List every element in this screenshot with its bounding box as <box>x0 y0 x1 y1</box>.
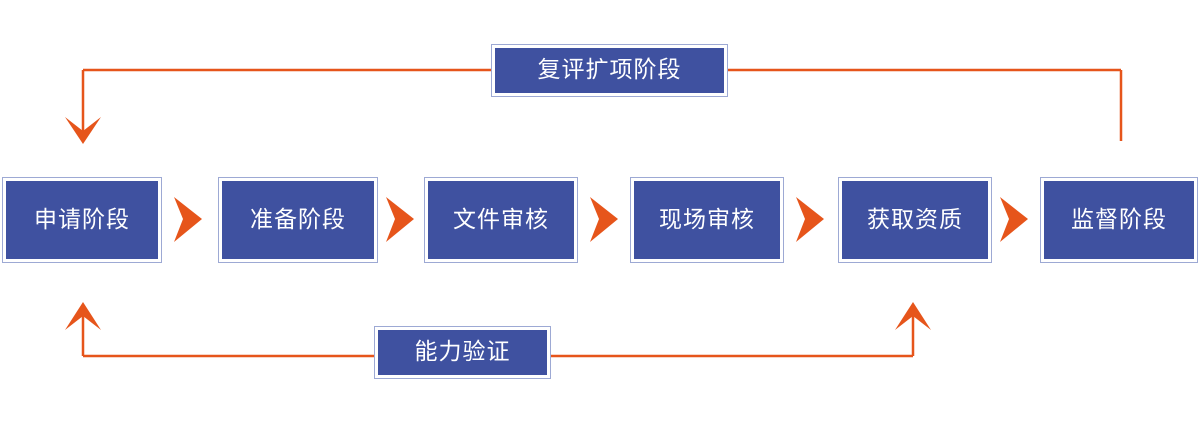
stage-label-doc-review: 文件审核 <box>453 206 549 233</box>
stage-inner-reassess: 复评扩项阶段 <box>495 48 724 93</box>
stage-label-apply: 申请阶段 <box>34 206 130 233</box>
chevron-right-icon-2 <box>386 197 414 242</box>
stage-inner-apply: 申请阶段 <box>6 181 158 259</box>
chevron-right-icon-3 <box>590 197 618 242</box>
stage-box-supervise[interactable]: 监督阶段 <box>1040 177 1198 263</box>
stage-box-prepare[interactable]: 准备阶段 <box>218 177 378 263</box>
stage-box-doc-review[interactable]: 文件审核 <box>424 177 578 263</box>
stage-label-site-audit: 现场审核 <box>659 206 755 233</box>
stage-box-competency[interactable]: 能力验证 <box>374 326 551 379</box>
stage-label-competency: 能力验证 <box>414 339 511 365</box>
arrow-up-icon-right <box>895 302 931 330</box>
chevron-right-icon-1 <box>174 197 202 242</box>
stage-inner-supervise: 监督阶段 <box>1044 181 1194 259</box>
stage-inner-competency: 能力验证 <box>378 330 547 375</box>
stage-label-supervise: 监督阶段 <box>1071 206 1167 233</box>
arrow-up-icon-left <box>65 302 101 330</box>
stage-label-prepare: 准备阶段 <box>250 206 346 233</box>
stage-inner-prepare: 准备阶段 <box>222 181 374 259</box>
arrow-down-icon <box>65 117 101 144</box>
chevron-right-icon-5 <box>1000 197 1028 242</box>
stage-inner-doc-review: 文件审核 <box>428 181 574 259</box>
chevron-right-icon-4 <box>796 197 824 242</box>
stage-box-apply[interactable]: 申请阶段 <box>2 177 162 263</box>
stage-label-get-cert: 获取资质 <box>867 206 963 233</box>
stage-box-reassess[interactable]: 复评扩项阶段 <box>491 44 728 97</box>
stage-inner-site-audit: 现场审核 <box>634 181 780 259</box>
stage-box-site-audit[interactable]: 现场审核 <box>630 177 784 263</box>
stage-label-reassess: 复评扩项阶段 <box>537 57 682 83</box>
stage-box-get-cert[interactable]: 获取资质 <box>838 177 992 263</box>
stage-inner-get-cert: 获取资质 <box>842 181 988 259</box>
